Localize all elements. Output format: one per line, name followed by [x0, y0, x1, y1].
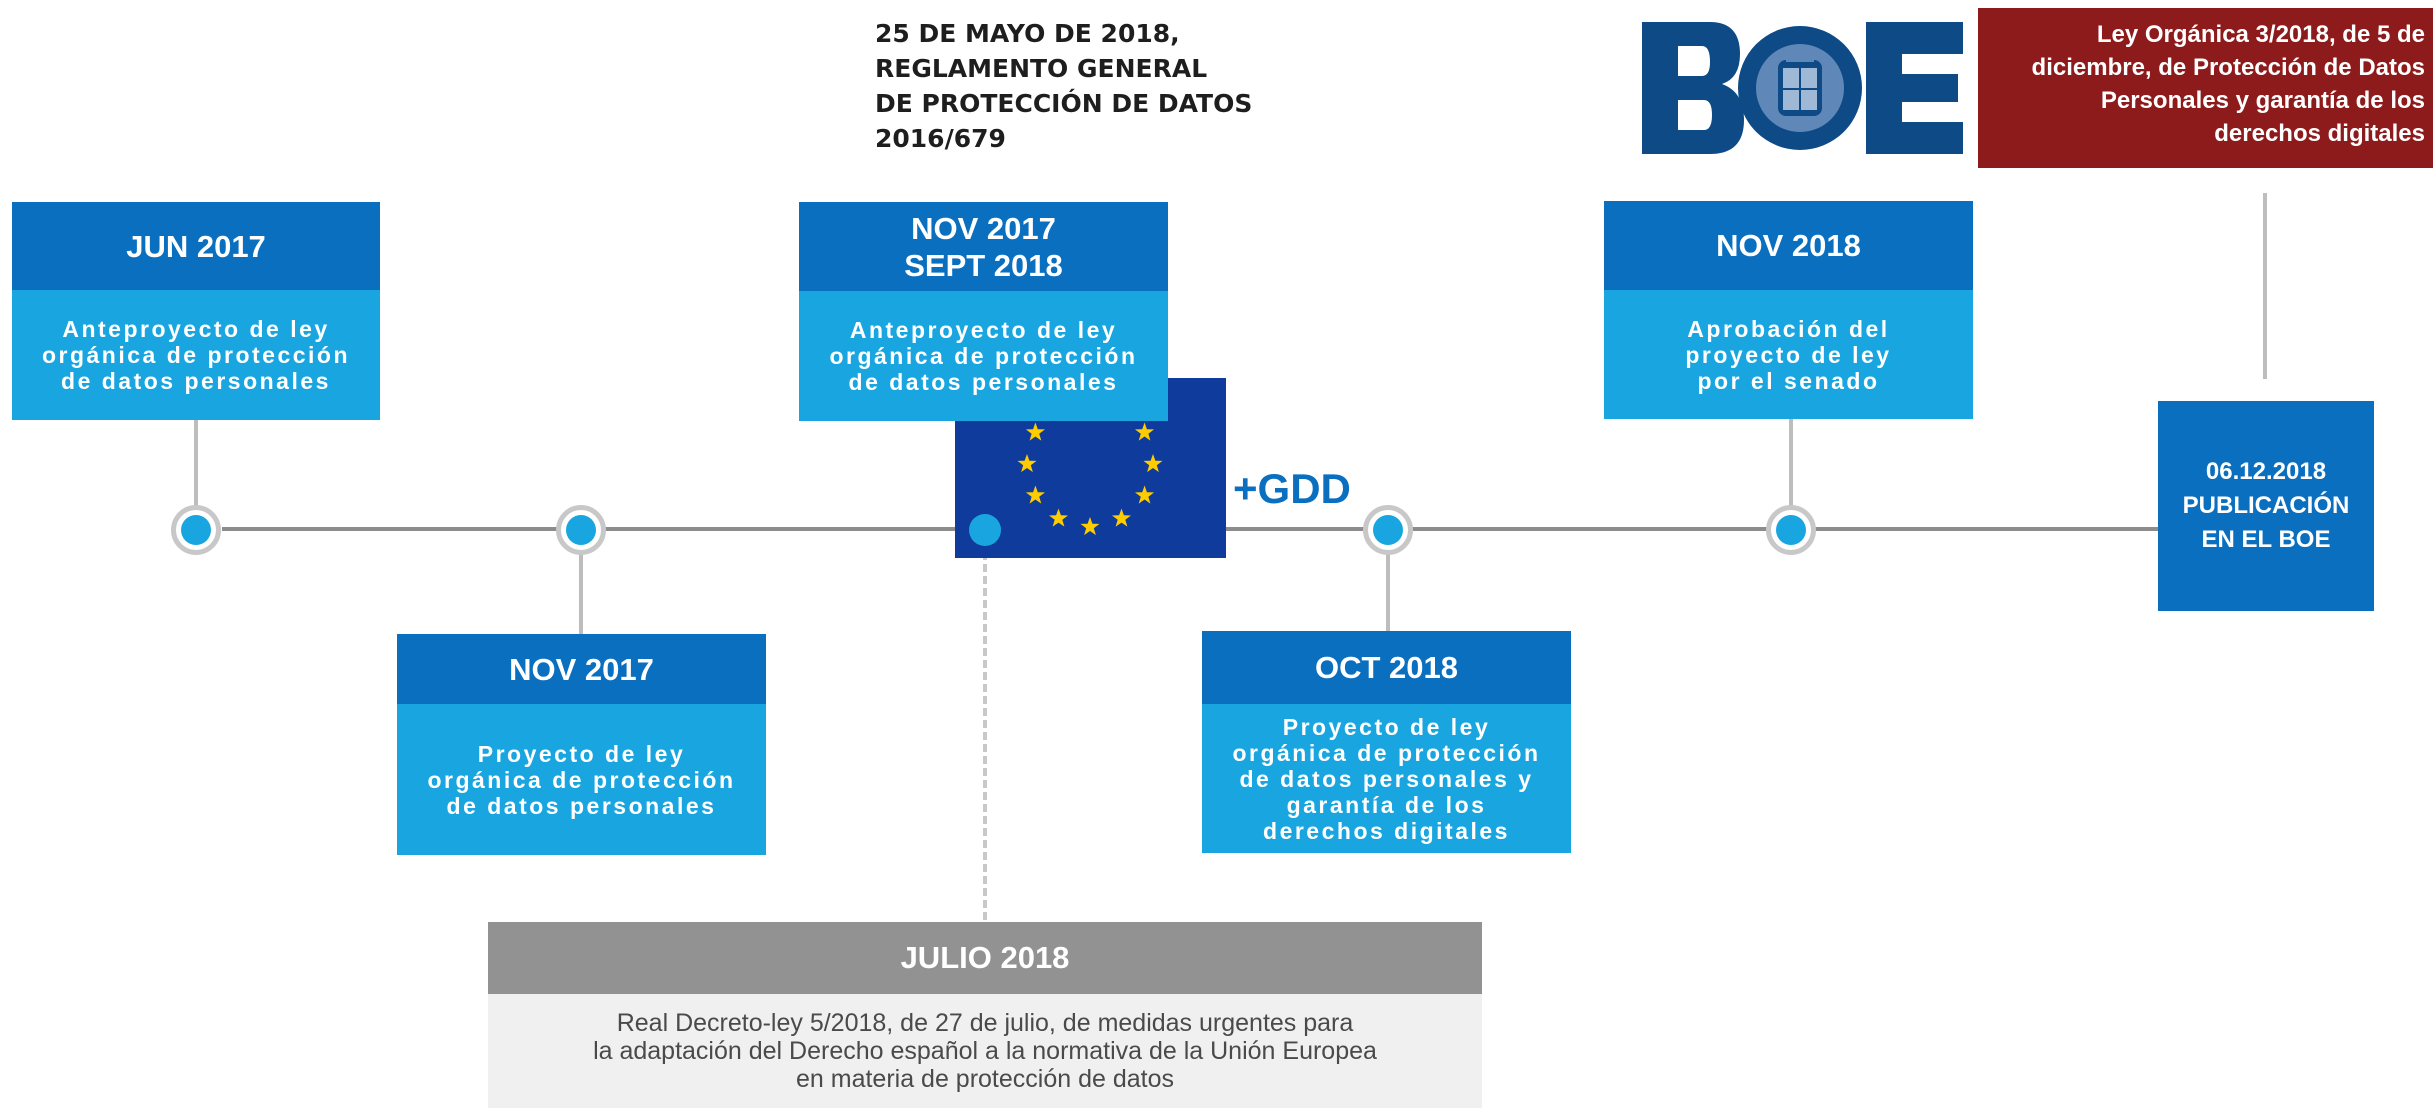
card-text: Proyecto de ley orgánica de protección d…	[1202, 704, 1571, 853]
timeline-node-nov-2017	[556, 505, 606, 555]
eu-star-icon	[1143, 454, 1163, 473]
eu-star-icon	[1080, 517, 1100, 536]
connector-nov-2018	[1789, 418, 1793, 506]
card-jun-2017: JUN 2017 Anteproyecto de ley orgánica de…	[12, 202, 380, 420]
eu-star-icon	[1135, 485, 1155, 504]
timeline-node-nov-2018	[1766, 505, 1816, 555]
connector-oct-2018	[1386, 552, 1390, 632]
card-text: Proyecto de ley orgánica de protección d…	[397, 704, 766, 855]
reglamento-text: 25 DE MAYO DE 2018, REGLAMENTO GENERAL D…	[875, 19, 1253, 153]
connector-ley	[2263, 193, 2267, 379]
timeline-node-oct-2018	[1363, 505, 1413, 555]
card-oct-2018: OCT 2018 Proyecto de ley orgánica de pro…	[1202, 631, 1571, 853]
julio-dashed-connector	[983, 540, 987, 920]
eu-star-icon	[1017, 454, 1037, 473]
connector-jun-2017	[194, 418, 198, 506]
boe-logo	[1640, 18, 1965, 158]
timeline-node-jun-2017	[171, 505, 221, 555]
connector-nov-2017	[579, 552, 583, 635]
ley-organica-box: Ley Orgánica 3/2018, de 5 de diciembre, …	[1978, 8, 2433, 168]
gdd-label: +GDD	[1233, 465, 1351, 512]
card-date: NOV 2018	[1604, 201, 1973, 290]
eu-star-icon	[1049, 508, 1068, 527]
julio-2018-header: JULIO 2018	[488, 922, 1482, 994]
card-nov-2018: NOV 2018 Aprobación del proyecto de ley …	[1604, 201, 1973, 419]
publicacion-boe-box: 06.12.2018 PUBLICACIÓN EN EL BOE	[2158, 401, 2374, 611]
card-date: JUN 2017	[12, 202, 380, 290]
timeline-node-nov-sept	[969, 514, 1001, 546]
card-text: Anteproyecto de ley orgánica de protecci…	[799, 291, 1168, 421]
card-date: NOV 2017 SEPT 2018	[799, 202, 1168, 291]
eu-star-icon	[1135, 422, 1155, 441]
card-nov-2017: NOV 2017 Proyecto de ley orgánica de pro…	[397, 634, 766, 855]
eu-star-icon	[1025, 485, 1045, 504]
card-nov-2017-sept-2018: NOV 2017 SEPT 2018 Anteproyecto de ley o…	[799, 202, 1168, 421]
card-date: OCT 2018	[1202, 631, 1571, 704]
card-text: Aprobación del proyecto de ley por el se…	[1604, 290, 1973, 419]
timeline-line	[222, 527, 2242, 531]
eu-star-icon	[1025, 422, 1045, 441]
card-date: NOV 2017	[397, 634, 766, 704]
card-text: Anteproyecto de ley orgánica de protecci…	[12, 290, 380, 420]
julio-2018-text: Real Decreto-ley 5/2018, de 27 de julio,…	[488, 994, 1482, 1108]
eu-star-icon	[1112, 508, 1131, 527]
